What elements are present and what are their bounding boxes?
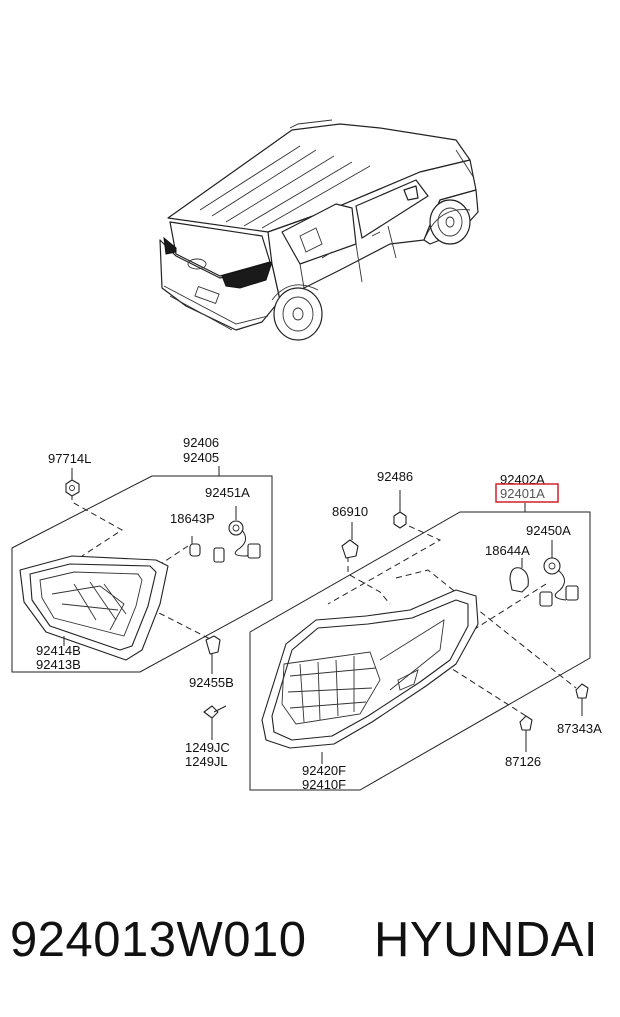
screw-1249jc-icon[interactable] (203, 705, 227, 740)
label-92406[interactable]: 92406 (183, 435, 219, 450)
part-labels: 97714L 92406 92405 92451A 18643P 92414B … (36, 435, 602, 792)
label-92401a-highlighted[interactable]: 92401A (500, 486, 545, 501)
label-92486[interactable]: 92486 (377, 469, 413, 484)
nut-97714l-icon[interactable] (65, 468, 80, 497)
label-92405[interactable]: 92405 (183, 450, 219, 465)
highlight-box (495, 483, 559, 503)
label-86910[interactable]: 86910 (332, 504, 368, 519)
label-92420f[interactable]: 92420F (302, 763, 346, 778)
clip-92455b-icon[interactable] (205, 635, 221, 674)
label-18643p[interactable]: 18643P (170, 511, 215, 526)
label-1249jl[interactable]: 1249JL (185, 754, 228, 769)
inside-lamp-assembly (11, 466, 273, 674)
socket-92451a-icon[interactable] (213, 506, 261, 563)
outside-lamp-assembly (249, 490, 591, 791)
label-92413b[interactable]: 92413B (36, 657, 81, 672)
vehicle-illustration (159, 119, 479, 341)
label-87126[interactable]: 87126 (505, 754, 541, 769)
bulb-18644a-icon[interactable] (509, 558, 529, 593)
front-wheel-icon (429, 199, 471, 245)
label-92410f[interactable]: 92410F (302, 777, 346, 792)
label-92414b[interactable]: 92414B (36, 643, 81, 658)
label-87343a[interactable]: 87343A (557, 721, 602, 736)
bulb-18643p-icon[interactable] (189, 536, 201, 557)
label-97714l[interactable]: 97714L (48, 451, 91, 466)
brand-name-text: HYUNDAI (374, 913, 599, 967)
grommet-87343a-icon[interactable] (575, 683, 589, 716)
label-92450a[interactable]: 92450A (526, 523, 571, 538)
nut-92486-icon[interactable] (393, 490, 407, 529)
rear-wheel-icon (273, 287, 323, 341)
right-tail-light-icon (221, 261, 273, 289)
grommet-87126-icon[interactable] (519, 715, 533, 752)
label-18644a[interactable]: 18644A (485, 543, 530, 558)
part-number-text: 924013W010 (10, 913, 307, 967)
label-92455b[interactable]: 92455B (189, 675, 234, 690)
left-tail-light-icon (163, 236, 177, 255)
label-1249jc[interactable]: 1249JC (185, 740, 230, 755)
clip-86910-icon[interactable] (341, 522, 359, 559)
label-92451a[interactable]: 92451A (205, 485, 250, 500)
socket-92450a-icon[interactable] (539, 540, 579, 607)
